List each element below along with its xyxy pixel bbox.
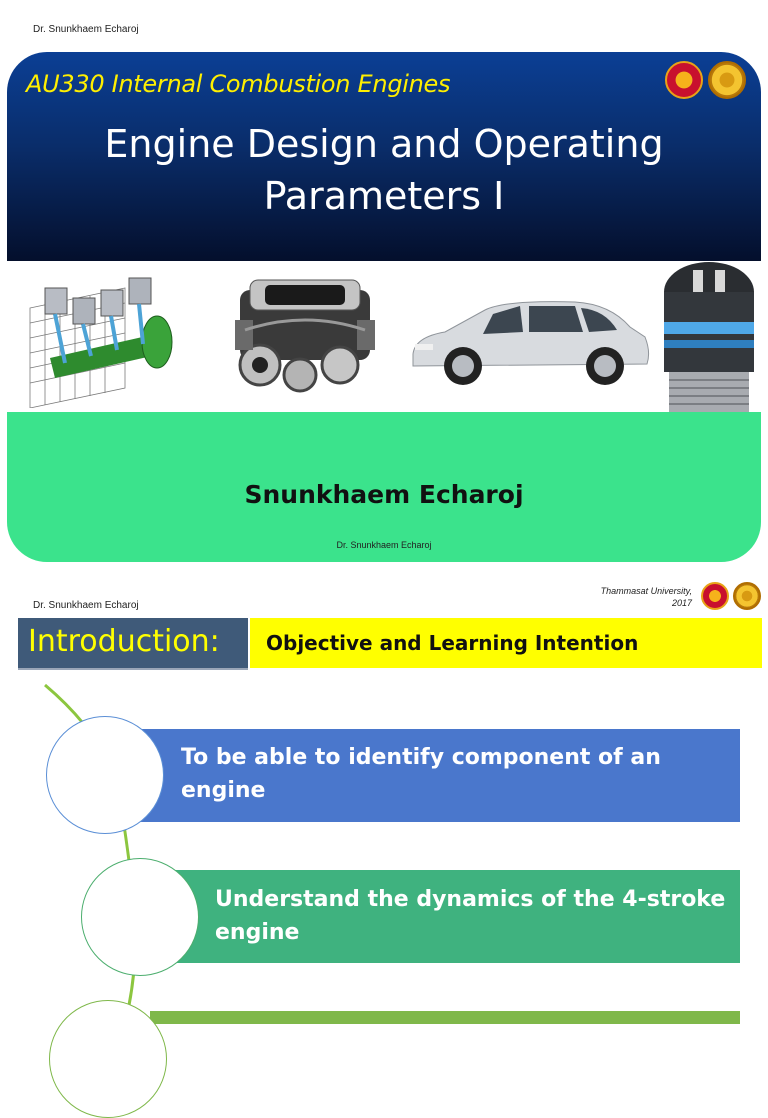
- objective-bullet-circle-2: [81, 858, 199, 976]
- slide-title: Engine Design and Operating Parameters I: [7, 118, 761, 222]
- silver-suv-image: [412, 301, 650, 385]
- photo-strip: [7, 262, 761, 412]
- university-name: Thammasat University,: [600, 586, 692, 596]
- objective-box-1: [130, 729, 740, 822]
- slide-title-line-2: Parameters I: [263, 174, 505, 218]
- v8-engine-image: [235, 279, 375, 393]
- objective-1-line-1: To be able to identify component of an: [181, 745, 661, 770]
- objective-1-line-2: engine: [181, 778, 266, 803]
- slide-2: Dr. Snunkhaem Echaroj Thammasat Universi…: [0, 570, 768, 1118]
- slide-1: Dr. Snunkhaem Echaroj AU330 Internal Com…: [7, 24, 761, 562]
- dharma-wheel-logo: [708, 61, 746, 99]
- course-title: AU330 Internal Combustion Engines: [26, 70, 451, 98]
- objective-2-line-2: engine: [215, 920, 300, 945]
- university-caption: Thammasat University, 2017: [601, 585, 692, 609]
- slide-author-header: Dr. Snunkhaem Echaroj: [33, 24, 139, 35]
- slide-author-header: Dr. Snunkhaem Echaroj: [33, 600, 139, 611]
- engine-cutaway-image: [29, 277, 173, 408]
- section-label: Introduction:: [28, 624, 220, 659]
- dharma-wheel-logo: [733, 582, 761, 610]
- objective-bullet-circle-3: [49, 1000, 167, 1118]
- ev-charging-plug-image: [664, 262, 754, 412]
- section-subtitle: Objective and Learning Intention: [266, 631, 639, 655]
- objective-bullet-circle-1: [46, 716, 164, 834]
- section-label-box: Introduction:: [18, 618, 248, 670]
- university-seal-logo: [665, 61, 703, 99]
- university-seal-logo: [701, 582, 729, 610]
- objective-text-2: Understand the dynamics of the 4-stroke …: [215, 883, 725, 949]
- presenter-name: Snunkhaem Echaroj: [244, 480, 524, 509]
- objective-box-2: [160, 870, 740, 963]
- slide-footer-author: Dr. Snunkhaem Echaroj: [336, 540, 432, 550]
- objective-2-line-1: Understand the dynamics of the 4-stroke: [215, 887, 726, 912]
- slide-title-line-1: Engine Design and Operating: [104, 122, 664, 166]
- title-banner: [7, 52, 761, 261]
- university-year: 2017: [671, 598, 692, 608]
- section-subtitle-box: Objective and Learning Intention: [250, 618, 762, 668]
- presenter-panel: Snunkhaem Echaroj Dr. Snunkhaem Echaroj: [7, 412, 761, 562]
- objective-text-1: To be able to identify component of an e…: [181, 741, 661, 807]
- objective-box-3: [150, 1011, 740, 1024]
